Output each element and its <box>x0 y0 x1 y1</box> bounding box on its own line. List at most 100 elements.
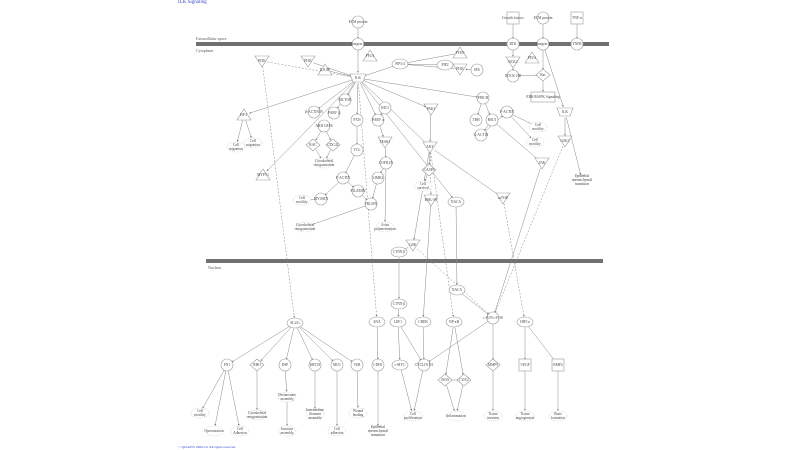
node-cdh1[interactable]: CDH1 <box>371 358 385 372</box>
node-nck2[interactable]: NCK2 <box>505 56 521 69</box>
node-bp1[interactable]: BP-1 <box>236 108 252 121</box>
node-actinin[interactable]: β-ACTININ <box>305 105 323 119</box>
node-frlmn[interactable]: FRLMN <box>364 197 378 211</box>
node-cdc42[interactable]: CDC42 <box>325 138 341 152</box>
node-hif1a[interactable]: HIF1α <box>516 316 534 328</box>
node-vegf[interactable]: VEGF <box>518 358 532 372</box>
node-pinch[interactable]: PINCH <box>476 91 490 105</box>
node-ctnn1[interactable]: CTNN β <box>390 246 408 258</box>
node-irs[interactable]: IRS <box>470 63 484 77</box>
node-pip34[interactable]: PIP3/4 <box>391 58 409 70</box>
node-pak1[interactable]: PAK1 <box>423 103 439 116</box>
node-ecm2[interactable]: ECM protein <box>534 11 553 25</box>
node-cox2[interactable]: COX2 <box>456 373 472 387</box>
node-nfkb[interactable]: NF-κB <box>445 316 463 328</box>
node-gactin[interactable]: G-ACTIN <box>474 128 489 142</box>
node-mtor[interactable]: mTOR <box>495 192 511 205</box>
node-akt[interactable]: AKT <box>422 141 438 154</box>
node-tesk1[interactable]: TESK1 <box>377 136 393 149</box>
node-mypt1[interactable]: MYPT1 <box>255 168 271 181</box>
node-vcl[interactable]: VCL <box>350 143 364 157</box>
node-ctnn2[interactable]: CTNN β <box>390 298 408 310</box>
node-filamin[interactable]: FILAMIN <box>351 184 366 198</box>
function-node[interactable]: Opsonization <box>204 425 224 437</box>
node-cyclind1[interactable]: CYCLIN D1 <box>415 358 434 372</box>
node-ilkap[interactable]: ILKAP <box>317 63 333 76</box>
node-rhob[interactable]: RHO <box>249 358 265 372</box>
node-creb[interactable]: CREB <box>414 316 432 328</box>
node-pi3k1[interactable]: PI3K <box>254 55 270 68</box>
node-cjun[interactable]: c-JUN c-FOS <box>483 311 503 325</box>
node-bmp2[interactable]: BMP2 <box>551 358 565 372</box>
node-myosin[interactable]: MYOSIN <box>314 192 329 206</box>
node-pp2a1[interactable]: PP2A <box>362 49 378 62</box>
node-rac[interactable]: Rac <box>535 68 551 82</box>
node-dsp[interactable]: DSP <box>278 358 292 372</box>
node-arhgef[interactable]: ARH GEF6 <box>315 119 333 133</box>
node-factin2[interactable]: F-ACTIN <box>336 171 351 185</box>
node-snail_ap[interactable]: SNA <box>368 316 386 328</box>
node-mmp9[interactable]: MMP9 <box>485 358 501 372</box>
node-tbh[interactable]: TBH <box>469 113 483 127</box>
node-ilk[interactable]: ILK <box>349 73 367 83</box>
node-ilk2[interactable]: ILK <box>556 107 574 117</box>
node-rtk[interactable]: RTK <box>506 37 520 51</box>
node-casp9[interactable]: CASP9 <box>421 163 437 177</box>
pathway-title[interactable]: ILK Signaling <box>178 0 207 5</box>
node-lef1[interactable]: LEF1 <box>389 316 407 328</box>
node-gsk3[interactable]: GSK <box>405 239 421 252</box>
node-cofilin[interactable]: COFILIN <box>379 156 394 170</box>
node-vim[interactable]: VIM <box>350 358 364 372</box>
node-jnk[interactable]: JNK <box>534 157 550 170</box>
node-tnfr[interactable]: TNFR <box>570 37 584 51</box>
node-pip2[interactable]: PIP2 <box>436 59 454 71</box>
node-muc[interactable]: MUC <box>330 358 344 372</box>
node-limk2[interactable]: LIMK2 <box>371 171 385 185</box>
node-parva[interactable]: PARV α <box>371 113 385 127</box>
node-rac2[interactable]: RAC <box>305 138 321 152</box>
node-gsk3_1[interactable]: GSK3 <box>557 135 573 148</box>
node-hic5[interactable]: HIC5 <box>378 101 392 115</box>
node-pi3k3[interactable]: PI3K <box>452 63 468 76</box>
node-rsk[interactable]: RSK/ S6 <box>423 194 439 207</box>
node-pten[interactable]: PTEN <box>452 46 468 59</box>
node-cmyc[interactable]: c-MYC <box>391 359 409 371</box>
node-rsu1[interactable]: RSU1 <box>485 113 499 127</box>
node-fn1[interactable]: FN1 <box>220 358 234 372</box>
node-slug[interactable]: SLUG <box>286 317 304 329</box>
node-integrin2[interactable]: Integrin β <box>536 37 550 51</box>
node-pxn[interactable]: PXN <box>350 113 364 127</box>
function-node[interactable]: Inflammation <box>446 410 466 422</box>
node-dock180[interactable]: DOCK 180 <box>505 69 522 83</box>
node-erkmapk[interactable]: ERK/MAPK Signaling <box>526 91 560 103</box>
node-factin1[interactable]: F-ACTIN <box>500 105 515 119</box>
node-integrin1[interactable]: Integrin β <box>351 37 365 51</box>
node-ecm1[interactable]: ECM protein <box>349 15 368 29</box>
node-parvb[interactable]: PARV β <box>327 106 341 120</box>
node-pi3k2[interactable]: PI3K <box>300 55 316 68</box>
node-naca1[interactable]: NACA <box>447 196 465 208</box>
node-gf[interactable]: Growth factors <box>502 11 524 25</box>
node-rictor[interactable]: RICTOR <box>338 93 352 107</box>
